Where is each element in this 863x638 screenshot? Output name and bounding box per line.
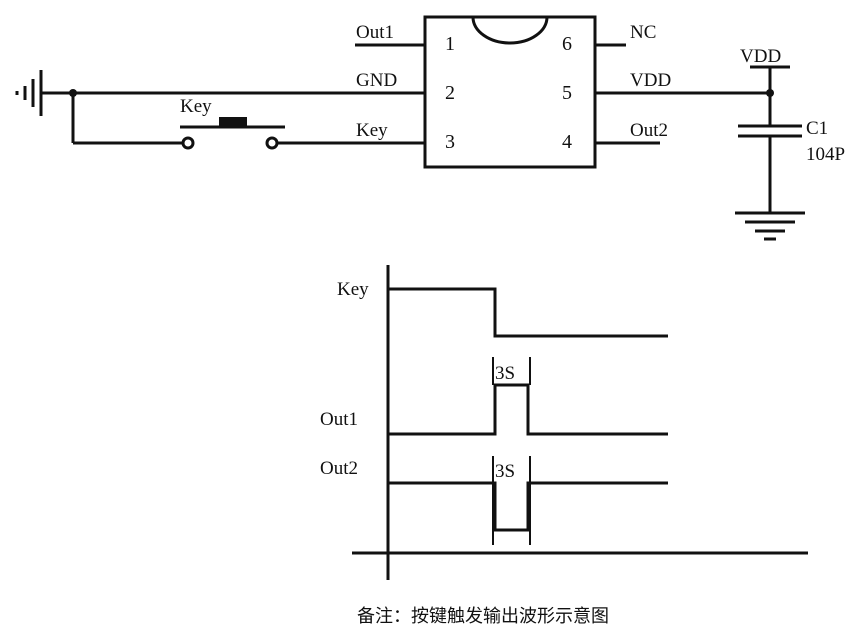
signal-label-out2: Out2 <box>320 458 358 479</box>
ic-notch <box>471 16 549 45</box>
timing-diagram: Key Out1 Out2 3S 3S <box>320 265 808 580</box>
caption: 备注：按键触发输出波形示意图 <box>357 606 609 627</box>
ground-symbol-right <box>735 211 805 241</box>
pin-number-5: 5 <box>562 82 572 104</box>
net-label-key: Key <box>356 120 388 141</box>
pulse-width-out1: 3S <box>495 363 515 384</box>
waveform-out1 <box>388 383 668 436</box>
ground-symbol-left <box>15 70 73 116</box>
waveform-out2 <box>388 481 668 532</box>
net-label-out2: Out2 <box>630 120 668 141</box>
pin-number-2: 2 <box>445 82 455 104</box>
pulse-width-out2: 3S <box>495 461 515 482</box>
push-button-switch <box>180 117 285 150</box>
signal-label-out1: Out1 <box>320 409 358 430</box>
capacitor-value: 104P <box>806 144 845 165</box>
capacitor-c1 <box>738 124 802 138</box>
signal-label-key: Key <box>337 279 369 300</box>
waveform-key <box>388 287 668 338</box>
net-label-nc: NC <box>630 22 656 43</box>
net-label-out1: Out1 <box>356 22 394 43</box>
pin-number-6: 6 <box>562 33 572 55</box>
pin-number-1: 1 <box>445 33 455 55</box>
supply-label-vdd: VDD <box>740 46 781 67</box>
pin-number-3: 3 <box>445 131 455 153</box>
capacitor-ref: C1 <box>806 118 828 139</box>
net-label-gnd: GND <box>356 70 397 91</box>
switch-label: Key <box>180 96 212 117</box>
pin-number-4: 4 <box>562 131 572 153</box>
net-label-vdd: VDD <box>630 70 671 91</box>
